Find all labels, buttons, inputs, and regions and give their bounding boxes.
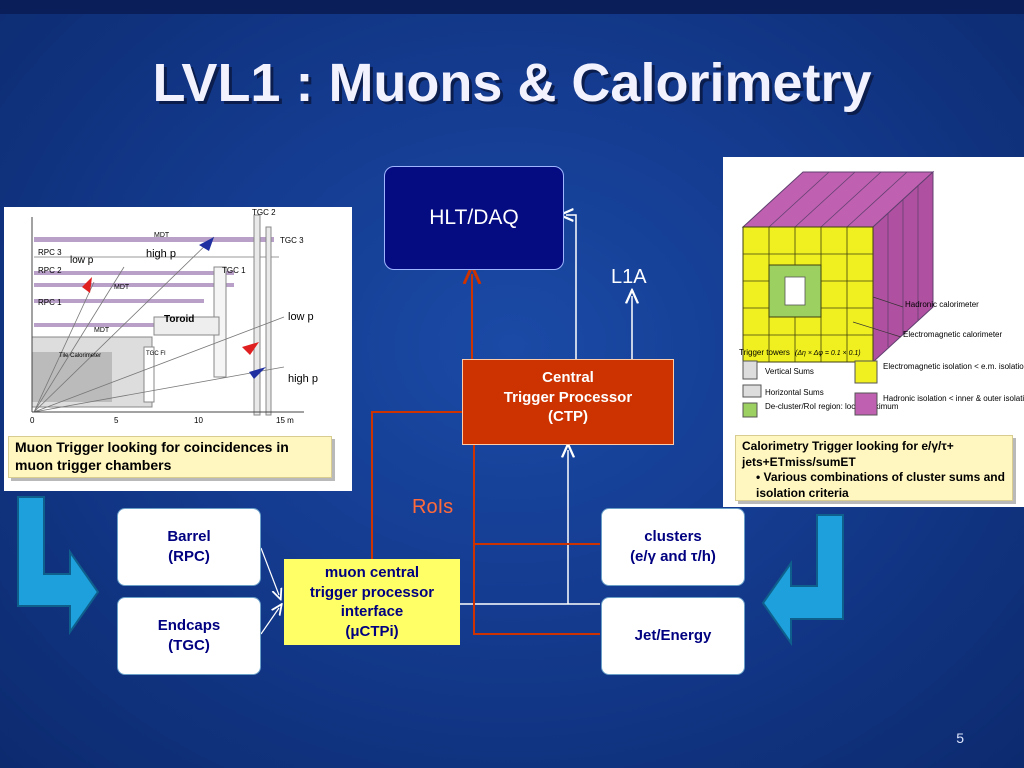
- top-bar: [0, 0, 1024, 14]
- label-tgc2: TGC 2: [252, 208, 276, 217]
- hlt-daq-label: HLT/DAQ: [429, 206, 519, 229]
- label-mdt-low: MDT: [94, 327, 110, 334]
- clusters-line1: clusters: [644, 527, 702, 545]
- calo-trigger-figure: Hadronic calorimeter Electromagnetic cal…: [723, 157, 1024, 507]
- ctp-line3: (CTP): [548, 408, 588, 425]
- barrel-line2: (RPC): [168, 548, 210, 565]
- endcaps-line1: Endcaps: [157, 616, 221, 634]
- calo-caption-bullet-text: Various combinations of cluster sums and…: [756, 470, 1005, 500]
- l1a-label: L1A: [611, 266, 647, 288]
- label-trigger-towers: Trigger towers: [739, 348, 790, 357]
- jet-energy-label: Jet/Energy: [634, 626, 712, 644]
- label-em: Electromagnetic calorimeter: [903, 330, 1002, 339]
- clusters-red-line: [473, 445, 600, 545]
- tick-0: 0: [30, 416, 35, 425]
- label-high-pt-right: high p: [288, 373, 318, 385]
- endcaps-box: Endcaps (TGC): [117, 597, 261, 675]
- page-number: 5: [956, 730, 964, 746]
- ctp-line1: Central: [542, 369, 594, 386]
- barrel-to-mucti-line: [260, 547, 279, 595]
- barrel-box: Barrel (RPC): [117, 508, 261, 586]
- ctp-box: Central Trigger Processor (CTP): [462, 359, 674, 445]
- label-mdt-top: MDT: [154, 232, 170, 239]
- jet-red-line: [473, 544, 600, 635]
- slide-title: LVL1 : Muons & Calorimetry: [152, 53, 872, 113]
- label-rpc3: RPC 3: [38, 248, 62, 257]
- label-em-iso: Electromagnetic isolation < e.m. isolati…: [883, 362, 1024, 371]
- calo-cube-drawing: Hadronic calorimeter Electromagnetic cal…: [739, 170, 1024, 418]
- mucti-line2: trigger processor: [309, 583, 435, 601]
- left-big-arrow: [17, 496, 100, 636]
- endcaps-to-mucti-line: [260, 608, 279, 635]
- label-rpc1: RPC 1: [38, 298, 62, 307]
- mucti-line1: muon central: [324, 564, 420, 581]
- label-high-pt-top: high p: [146, 248, 176, 260]
- muon-trigger-figure: TGC 2 MDT TGC 3 RPC 3 low p high p RPC 2…: [4, 207, 352, 491]
- mucti-line4: (μCTPi): [345, 622, 399, 640]
- label-trigger-towers-formula: (Δη × Δφ = 0.1 × 0.1): [795, 350, 861, 357]
- clusters-box: clusters (e/γ and τ/h): [601, 508, 745, 586]
- endcaps-line2: (TGC): [168, 637, 210, 654]
- label-low-pt-top: low p: [70, 255, 94, 266]
- tick-5: 5: [114, 416, 119, 425]
- label-hadronic: Hadronic calorimeter: [905, 300, 979, 309]
- mucti-box: muon central trigger processor interface…: [284, 559, 460, 645]
- tick-15: 15 m: [276, 416, 294, 425]
- label-tgc3: TGC 3: [280, 236, 304, 245]
- muon-caption: Muon Trigger looking for coincidences in…: [8, 436, 332, 478]
- label-mdt-mid: MDT: [114, 284, 130, 291]
- l1a-hlt-line: [566, 215, 577, 359]
- barrel-line1: Barrel: [167, 527, 211, 545]
- label-tile: Tile Calorimeter: [59, 353, 101, 359]
- label-had-iso: Hadronic isolation < inner & outer isola…: [883, 394, 1024, 403]
- rois-line: [371, 411, 462, 559]
- tick-10: 10: [194, 416, 203, 425]
- label-low-pt-right: low p: [288, 311, 314, 323]
- ctp-line2: Trigger Processor: [503, 388, 633, 406]
- label-toroid: Toroid: [164, 314, 194, 325]
- muon-detector-drawing: TGC 2 MDT TGC 3 RPC 3 low p high p RPC 2…: [30, 208, 318, 425]
- right-big-arrow: [761, 514, 844, 647]
- label-horizontal-sums: Horizontal Sums: [765, 388, 824, 397]
- label-vertical-sums: Vertical Sums: [765, 367, 814, 376]
- calo-caption-bullet: • Various combinations of cluster sums a…: [756, 470, 1005, 500]
- calo-caption: Calorimetry Trigger looking for e/γ/τ+ j…: [735, 435, 1013, 501]
- clusters-line2: (e/γ and τ/h): [630, 548, 716, 565]
- label-rpc2: RPC 2: [38, 266, 62, 275]
- mucti-line3: interface: [340, 603, 404, 620]
- rois-label: RoIs: [412, 496, 454, 518]
- label-tgc-fi: TGC FI: [146, 351, 166, 357]
- hlt-daq-box: HLT/DAQ: [384, 166, 564, 270]
- label-decluster: De-cluster/RoI region: local maximum: [765, 402, 899, 411]
- jet-energy-box: Jet/Energy: [601, 597, 745, 675]
- label-tgc1: TGC 1: [222, 266, 246, 275]
- calo-caption-line1: Calorimetry Trigger looking for e/γ/τ+ j…: [742, 439, 954, 469]
